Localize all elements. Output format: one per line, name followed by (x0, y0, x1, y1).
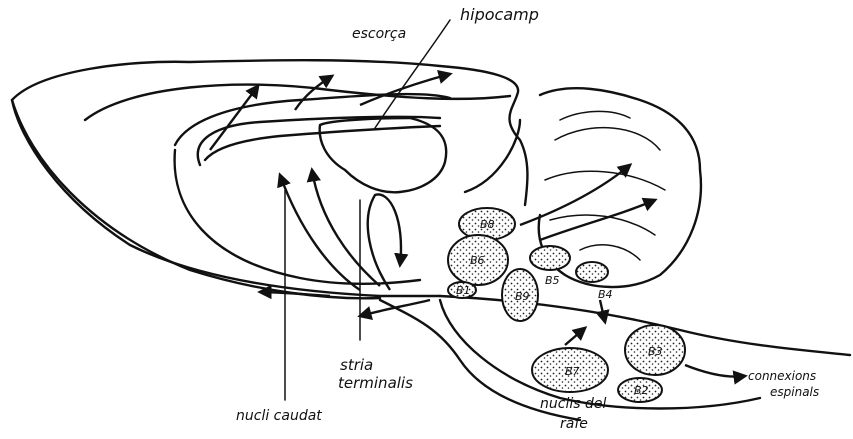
label-spinal-1: connexions (748, 369, 816, 383)
arrow-thalamus (368, 194, 401, 290)
hippocampus-band (198, 117, 440, 165)
arrow-b4-down (600, 300, 605, 322)
nucleus-b4-label: B4 (598, 288, 613, 301)
nucleus-b1-label: B1 (456, 284, 471, 297)
label-terminalis: terminalis (338, 374, 413, 392)
nucleus-b8-label: B8 (480, 218, 495, 231)
label-cortex: escorça (352, 26, 406, 42)
arrow-caudate (280, 175, 360, 290)
nucleus-b3-label: B3 (648, 345, 663, 358)
nucleus-b5 (530, 246, 570, 270)
nucleus-b9-label: B9 (515, 290, 530, 303)
label-hippocampus: hipocamp (460, 5, 539, 24)
label-stria: stria (340, 356, 373, 374)
nucleus-b5-label: B5 (545, 274, 560, 287)
label-raphe-2: rafe (560, 416, 588, 432)
cerebellum-folds (545, 111, 665, 260)
arrow-cortex-3 (360, 74, 450, 105)
arrow-cerebellum-2 (540, 200, 655, 240)
arrow-b7-up (565, 328, 585, 345)
nucleus-b6-label: B6 (470, 254, 485, 267)
brainstem-lower (440, 300, 760, 409)
label-spinal-2: espinals (770, 385, 819, 399)
nucleus-b2-label: B2 (634, 384, 649, 397)
inner-cortex-curve (85, 85, 510, 120)
nucleus-b4 (576, 262, 608, 282)
arrow-spinal (685, 365, 745, 377)
arrow-stria (360, 300, 430, 316)
brainstem-upper (465, 120, 520, 192)
label-caudate: nucli caudat (236, 408, 322, 424)
nucleus-b7-label: B7 (565, 365, 580, 378)
arrow-cortex-2 (295, 76, 332, 110)
label-raphe-1: nuclis del (540, 396, 606, 412)
